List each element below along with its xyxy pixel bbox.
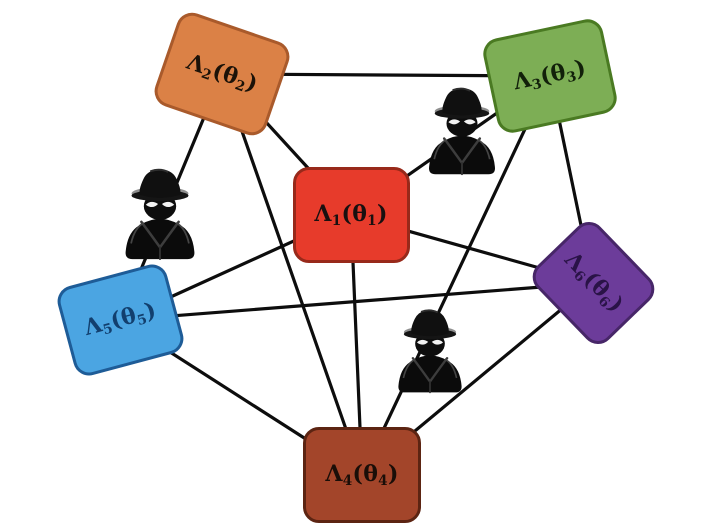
label-symbol: (θ	[537, 59, 569, 90]
node-label: Λ3(θ3)	[511, 55, 589, 97]
label-symbol: (θ	[352, 461, 379, 488]
edge-graph-node-5--graph-node-6	[118, 281, 595, 322]
label-symbol: Λ	[314, 201, 332, 228]
label-symbol: )	[242, 69, 262, 98]
label-subscript: 4	[378, 472, 388, 489]
graph-node-1: Λ1(θ1)	[292, 167, 410, 263]
label-subscript: 1	[367, 212, 377, 229]
edge-graph-node-3--graph-node-4	[360, 74, 552, 477]
label-subscript: 4	[342, 472, 353, 489]
spy-1-spy-icon	[124, 168, 196, 261]
label-symbol: )	[387, 461, 399, 488]
node-label: Λ4(θ4)	[325, 461, 398, 489]
node-label: Λ1(θ1)	[314, 201, 387, 229]
label-subscript: 1	[331, 212, 342, 229]
node-label: Λ2(θ2)	[183, 49, 261, 99]
label-symbol: )	[376, 201, 388, 228]
node-label: Λ6(θ6)	[558, 247, 629, 319]
graph-node-4: Λ4(θ4)	[303, 427, 421, 523]
spy-2-spy-icon	[427, 87, 497, 176]
label-symbol: Λ	[511, 66, 534, 96]
node-label: Λ5(θ5)	[81, 297, 159, 343]
edge-graph-node-2--graph-node-4	[220, 72, 364, 477]
label-symbol: Λ	[80, 311, 105, 342]
spy-3-spy-icon	[397, 309, 463, 394]
label-symbol: Λ	[325, 461, 343, 488]
label-symbol: (θ	[341, 201, 368, 228]
